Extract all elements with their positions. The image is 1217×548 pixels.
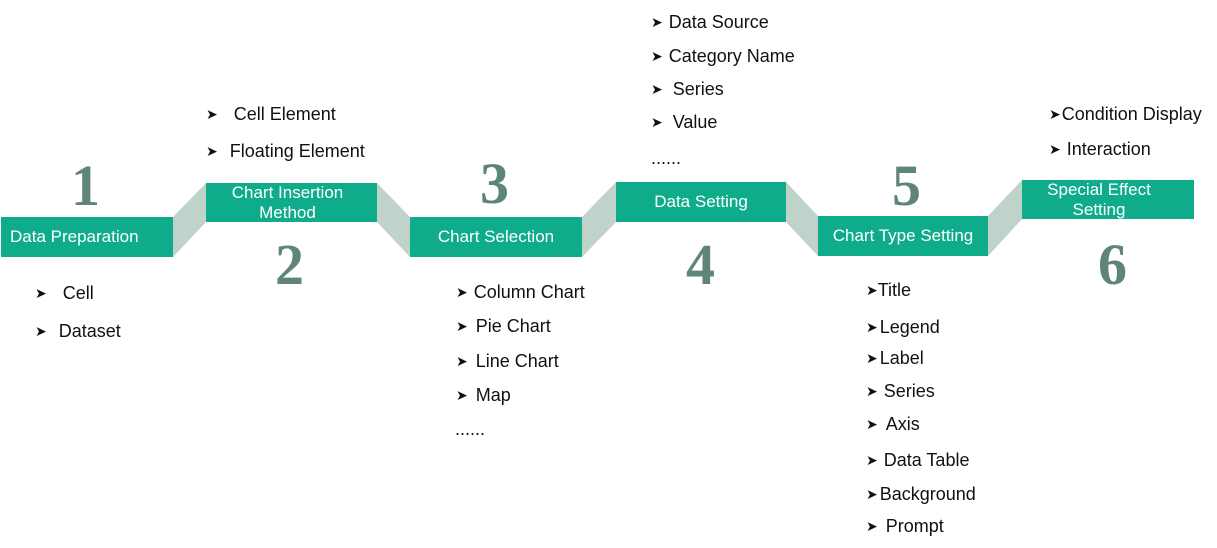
list-item: ➤Series <box>866 381 935 401</box>
step-6-label: Special Effect Setting <box>1047 179 1151 219</box>
list-item: ➤Title <box>866 280 912 300</box>
step-2-box: Chart Insertion Method <box>206 183 377 222</box>
arrow-icon: ➤ <box>651 114 663 130</box>
list-item: ➤Series <box>651 79 724 99</box>
arrow-icon: ➤ <box>1049 141 1061 157</box>
list-item: ➤Cell <box>35 283 94 303</box>
arrow-icon: ➤ <box>866 350 878 366</box>
step-2-label: Chart Insertion Method <box>231 182 344 222</box>
connector-1-2 <box>173 183 206 257</box>
arrow-icon: ➤ <box>866 282 878 298</box>
list-item: ...... <box>651 148 682 168</box>
list-item: ➤Column Chart <box>456 282 585 302</box>
arrow-icon: ➤ <box>456 353 468 369</box>
step-4-number: 4 <box>686 232 715 297</box>
list-item: ➤Condition Display <box>1049 104 1202 124</box>
step-6-box: Special Effect Setting <box>1022 180 1194 219</box>
list-item: ➤Axis <box>866 414 920 434</box>
list-item: ➤Category Name <box>651 46 795 66</box>
list-item: ➤Label <box>866 348 924 368</box>
list-item: ➤Map <box>456 385 511 405</box>
list-item: ➤Line Chart <box>456 351 559 371</box>
arrow-icon: ➤ <box>866 452 878 468</box>
arrow-icon: ➤ <box>456 318 468 334</box>
list-item: ➤Floating Element <box>206 141 365 161</box>
arrow-icon: ➤ <box>35 285 47 301</box>
arrow-icon: ➤ <box>866 518 878 534</box>
list-item: ➤Legend <box>866 317 940 337</box>
step-6-number: 6 <box>1098 232 1127 297</box>
arrow-icon: ➤ <box>866 383 878 399</box>
arrow-icon: ➤ <box>35 323 47 339</box>
connector-4-5 <box>786 182 818 256</box>
step-5-number: 5 <box>892 153 921 218</box>
list-item: ➤Data Table <box>866 450 970 470</box>
arrow-icon: ➤ <box>651 14 663 30</box>
step-4-box: Data Setting <box>616 182 786 222</box>
arrow-icon: ➤ <box>866 319 878 335</box>
list-item: ...... <box>455 419 486 439</box>
connector-2-3 <box>377 183 410 257</box>
arrow-icon: ➤ <box>651 48 663 64</box>
arrow-icon: ➤ <box>866 486 878 502</box>
arrow-icon: ➤ <box>1049 106 1061 122</box>
step-1-box: Data Preparation <box>1 217 173 257</box>
arrow-icon: ➤ <box>866 416 878 432</box>
list-item: ➤Dataset <box>35 321 121 341</box>
arrow-icon: ➤ <box>206 106 218 122</box>
arrow-icon: ➤ <box>456 284 468 300</box>
connector-3-4 <box>582 182 616 257</box>
step-5-label: Chart Type Setting <box>832 226 974 245</box>
step-2-number: 2 <box>275 232 304 297</box>
step-3-box: Chart Selection <box>410 217 582 257</box>
connector-5-6 <box>988 180 1022 256</box>
list-item: ➤Background <box>866 484 976 504</box>
step-3-label: Chart Selection <box>437 227 555 246</box>
list-item: ➤Data Source <box>651 12 769 32</box>
step-1-number: 1 <box>71 153 100 218</box>
arrow-icon: ➤ <box>651 81 663 97</box>
list-item: ➤Cell Element <box>206 104 336 124</box>
step-5-box: Chart Type Setting <box>818 216 988 256</box>
list-item: ➤Pie Chart <box>456 316 551 336</box>
list-item: ➤Prompt <box>866 516 944 536</box>
list-item: ➤Value <box>651 112 718 132</box>
step-3-number: 3 <box>480 151 509 216</box>
step-1-label: Data Preparation <box>10 227 139 246</box>
arrow-icon: ➤ <box>206 143 218 159</box>
list-item: ➤Interaction <box>1049 139 1151 159</box>
arrow-icon: ➤ <box>456 387 468 403</box>
step-4-label: Data Setting <box>654 192 748 211</box>
